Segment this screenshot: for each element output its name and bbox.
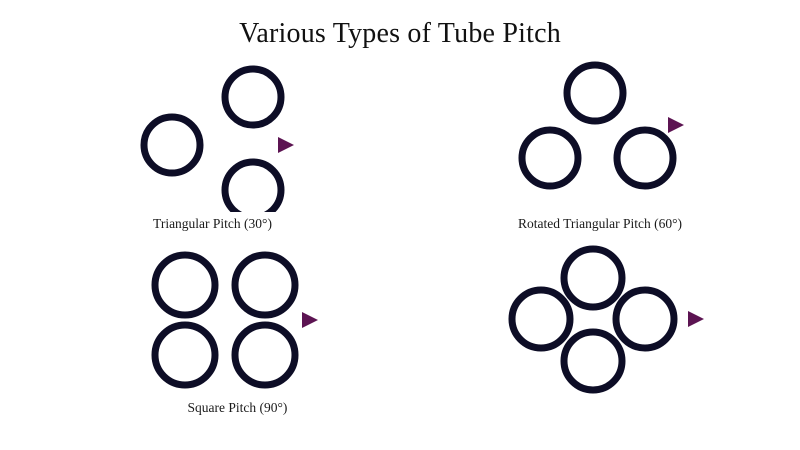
square-pitch-drawing [130,251,318,389]
tube-upper-right [221,65,285,129]
panel-triangular-pitch [95,52,315,212]
panel-rotated-triangular-pitch [490,52,710,212]
tube-top-center [560,245,626,311]
tube-bottom-center [560,328,626,394]
flow-arrow-head [688,311,704,327]
triangular-pitch-drawing [107,65,294,212]
tube-top-center [563,61,627,125]
tube-bottom-right [231,321,299,389]
caption-triangular-pitch: Triangular Pitch (30°) [153,216,272,231]
tube-bottom-left [518,126,582,190]
rotated-square-pitch-drawing [497,245,704,394]
caption-square-pitch: Square Pitch (90°) [187,400,288,415]
flow-arrow-head [278,137,294,153]
tube-top-right [231,251,299,319]
tube-bottom-right [613,126,677,190]
tube-top-left [151,251,219,319]
rotated-triangular-pitch-drawing [503,61,684,190]
tube-bottom-left [151,321,219,389]
panel-square-pitch [120,245,340,390]
page-title: Various Types of Tube Pitch [239,18,561,49]
flow-arrow-head [668,117,684,133]
caption-rotated-triangular-pitch: Rotated Triangular Pitch (60°) [517,216,682,231]
flow-arrow-head [302,312,318,328]
panel-rotated-square-pitch [490,245,720,394]
tube-left-on-axis [140,113,204,177]
tube-lower-right [221,158,285,212]
